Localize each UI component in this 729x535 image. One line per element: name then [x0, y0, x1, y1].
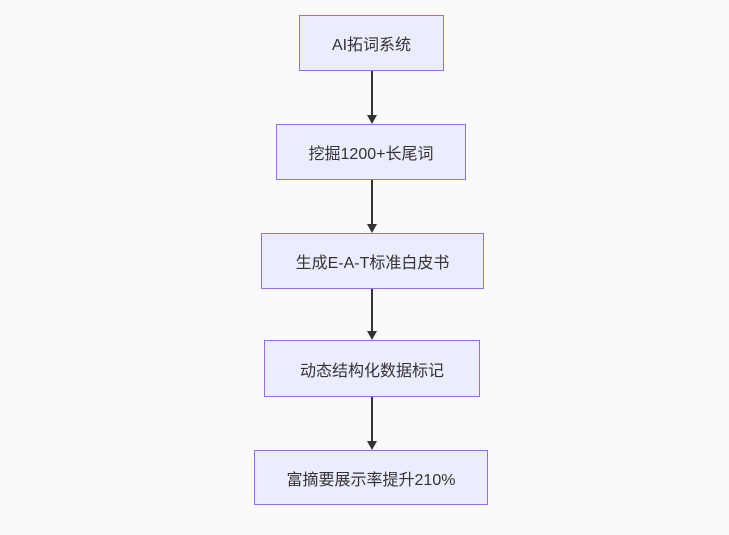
flow-edge-2: [366, 180, 377, 233]
arrow-down-icon: [366, 331, 377, 340]
flow-node-eat-whitepaper: 生成E-A-T标准白皮书: [261, 233, 484, 289]
arrow-line: [370, 180, 373, 224]
arrow-down-icon: [366, 224, 377, 233]
flow-edge-1: [366, 71, 377, 124]
flow-edge-3: [366, 289, 377, 340]
flow-node-ai-keyword-system: AI拓词系统: [299, 15, 444, 71]
flow-node-longtail-mining: 挖掘1200+长尾词: [276, 124, 466, 180]
arrow-down-icon: [366, 441, 377, 450]
arrow-line: [370, 289, 373, 331]
arrow-line: [370, 397, 373, 441]
flow-node-structured-data-markup: 动态结构化数据标记: [264, 340, 480, 397]
flow-node-rich-snippet-result: 富摘要展示率提升210%: [254, 450, 488, 505]
arrow-line: [370, 71, 373, 115]
flow-edge-4: [366, 397, 377, 450]
arrow-down-icon: [366, 115, 377, 124]
